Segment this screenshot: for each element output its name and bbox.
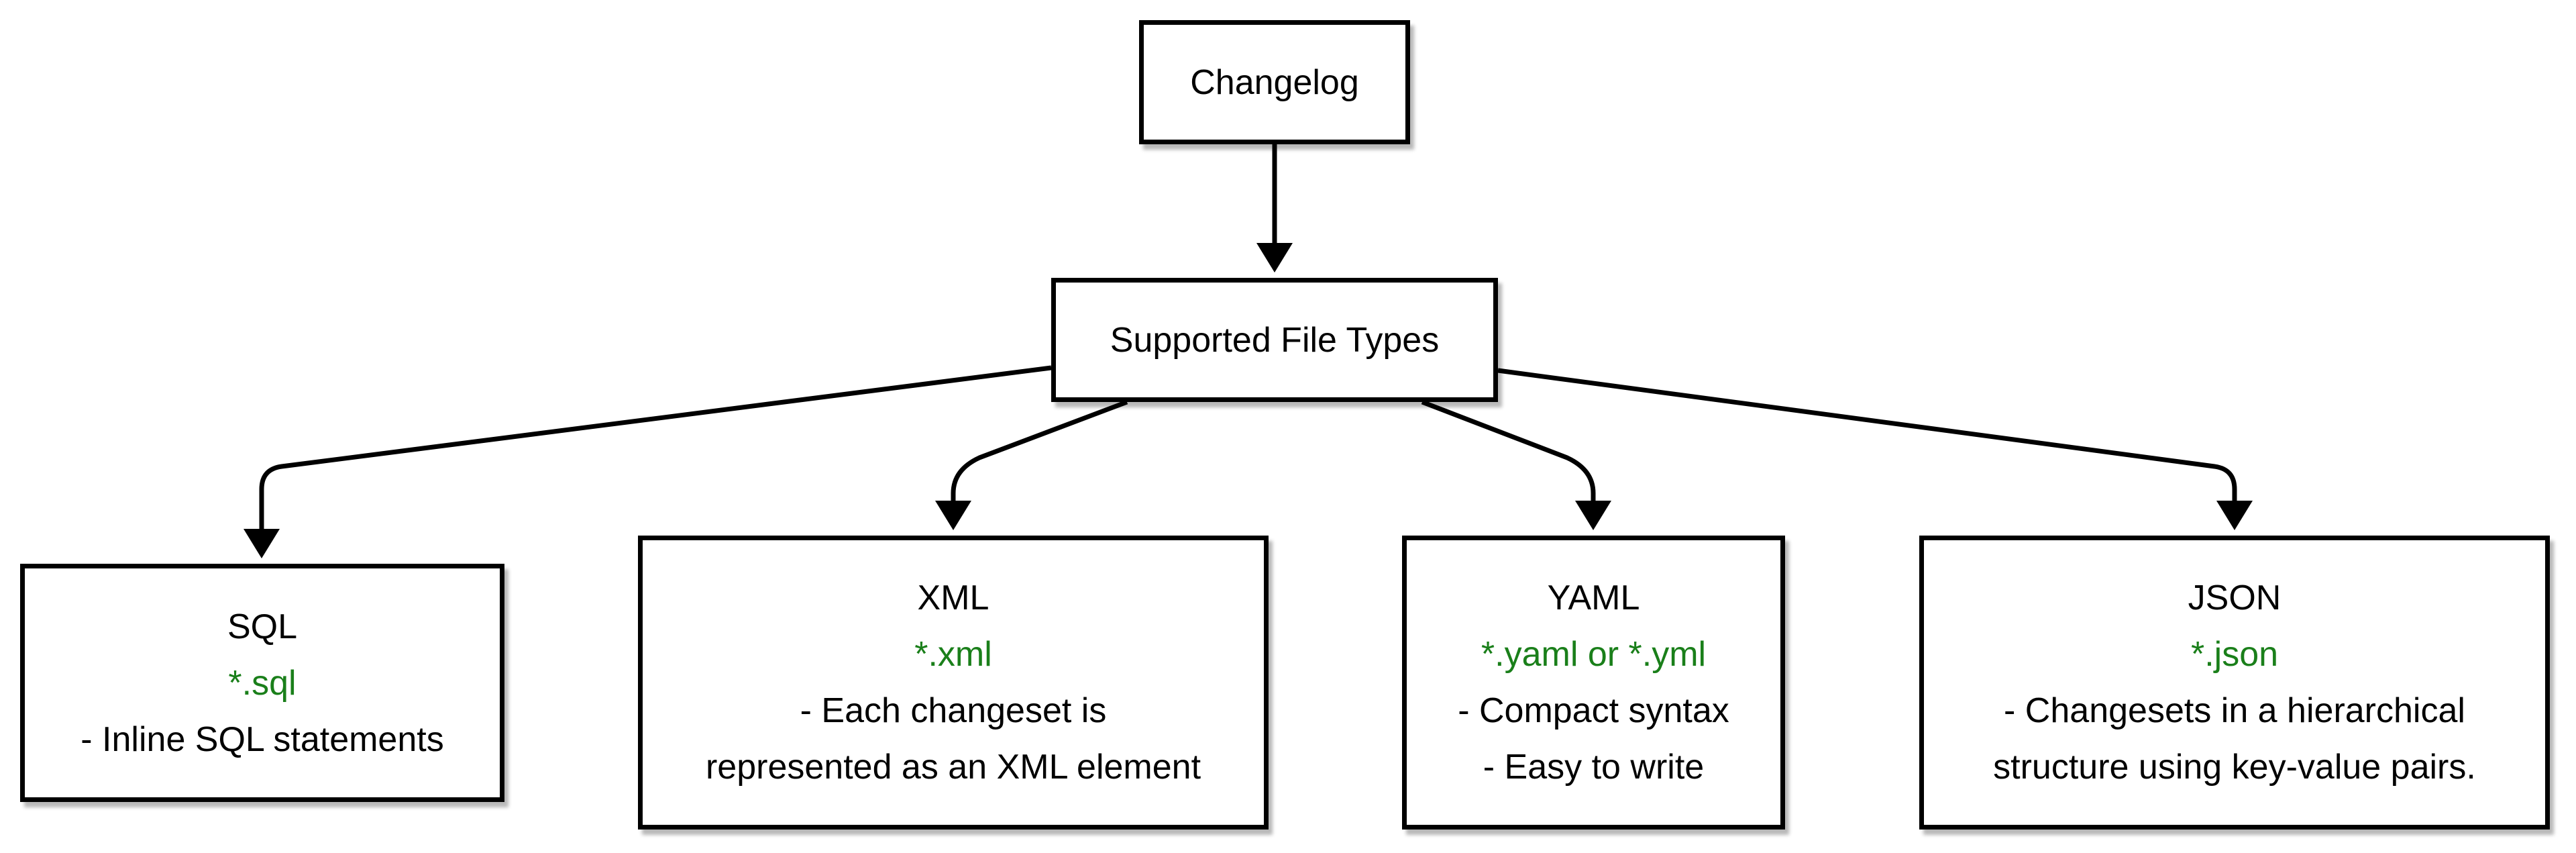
node-xml: XML *.xml - Each changeset is represente… [638, 536, 1269, 830]
node-sql: SQL *.sql - Inline SQL statements [20, 564, 504, 802]
node-xml-title: XML [917, 579, 989, 617]
node-yaml-description-line-2: - Easy to write [1483, 748, 1705, 787]
node-json-extension: *.json [2190, 635, 2279, 674]
node-yaml-extension: *.yaml or *.yml [1481, 635, 1707, 674]
edge-supported-to-yaml [1421, 399, 1596, 507]
node-supported-file-types: Supported File Types [1051, 278, 1498, 402]
node-changelog-title: Changelog [1190, 62, 1359, 102]
node-sql-extension: *.sql [228, 663, 297, 703]
node-yaml-title: YAML [1547, 579, 1640, 617]
edge-supported-to-xml [951, 399, 1128, 507]
node-xml-description-line-2: represented as an XML element [705, 748, 1201, 787]
arrowhead-sql [244, 529, 280, 558]
node-yaml: YAML *.yaml or *.yml - Compact syntax - … [1402, 536, 1785, 830]
node-json: JSON *.json - Changesets in a hierarchic… [1919, 536, 2550, 830]
edge-supported-to-json [1497, 368, 2237, 507]
node-xml-description-line-1: - Each changeset is [800, 691, 1107, 730]
arrowhead-supported [1256, 243, 1293, 272]
arrowhead-json [2216, 501, 2253, 530]
node-xml-extension: *.xml [914, 635, 992, 674]
node-json-description-line-1: - Changesets in a hierarchical [2004, 691, 2465, 730]
node-sql-description-line-1: - Inline SQL statements [80, 719, 444, 759]
node-yaml-description-line-1: - Compact syntax [1458, 691, 1729, 730]
node-json-description-line-2: structure using key-value pairs. [1993, 748, 2476, 787]
node-json-title: JSON [2188, 579, 2282, 617]
arrowhead-yaml [1575, 501, 1611, 530]
edge-supported-to-sql [259, 365, 1052, 537]
node-supported-file-types-title: Supported File Types [1110, 320, 1440, 360]
node-changelog: Changelog [1139, 20, 1410, 144]
arrowhead-xml [935, 501, 971, 530]
node-sql-title: SQL [227, 607, 298, 646]
